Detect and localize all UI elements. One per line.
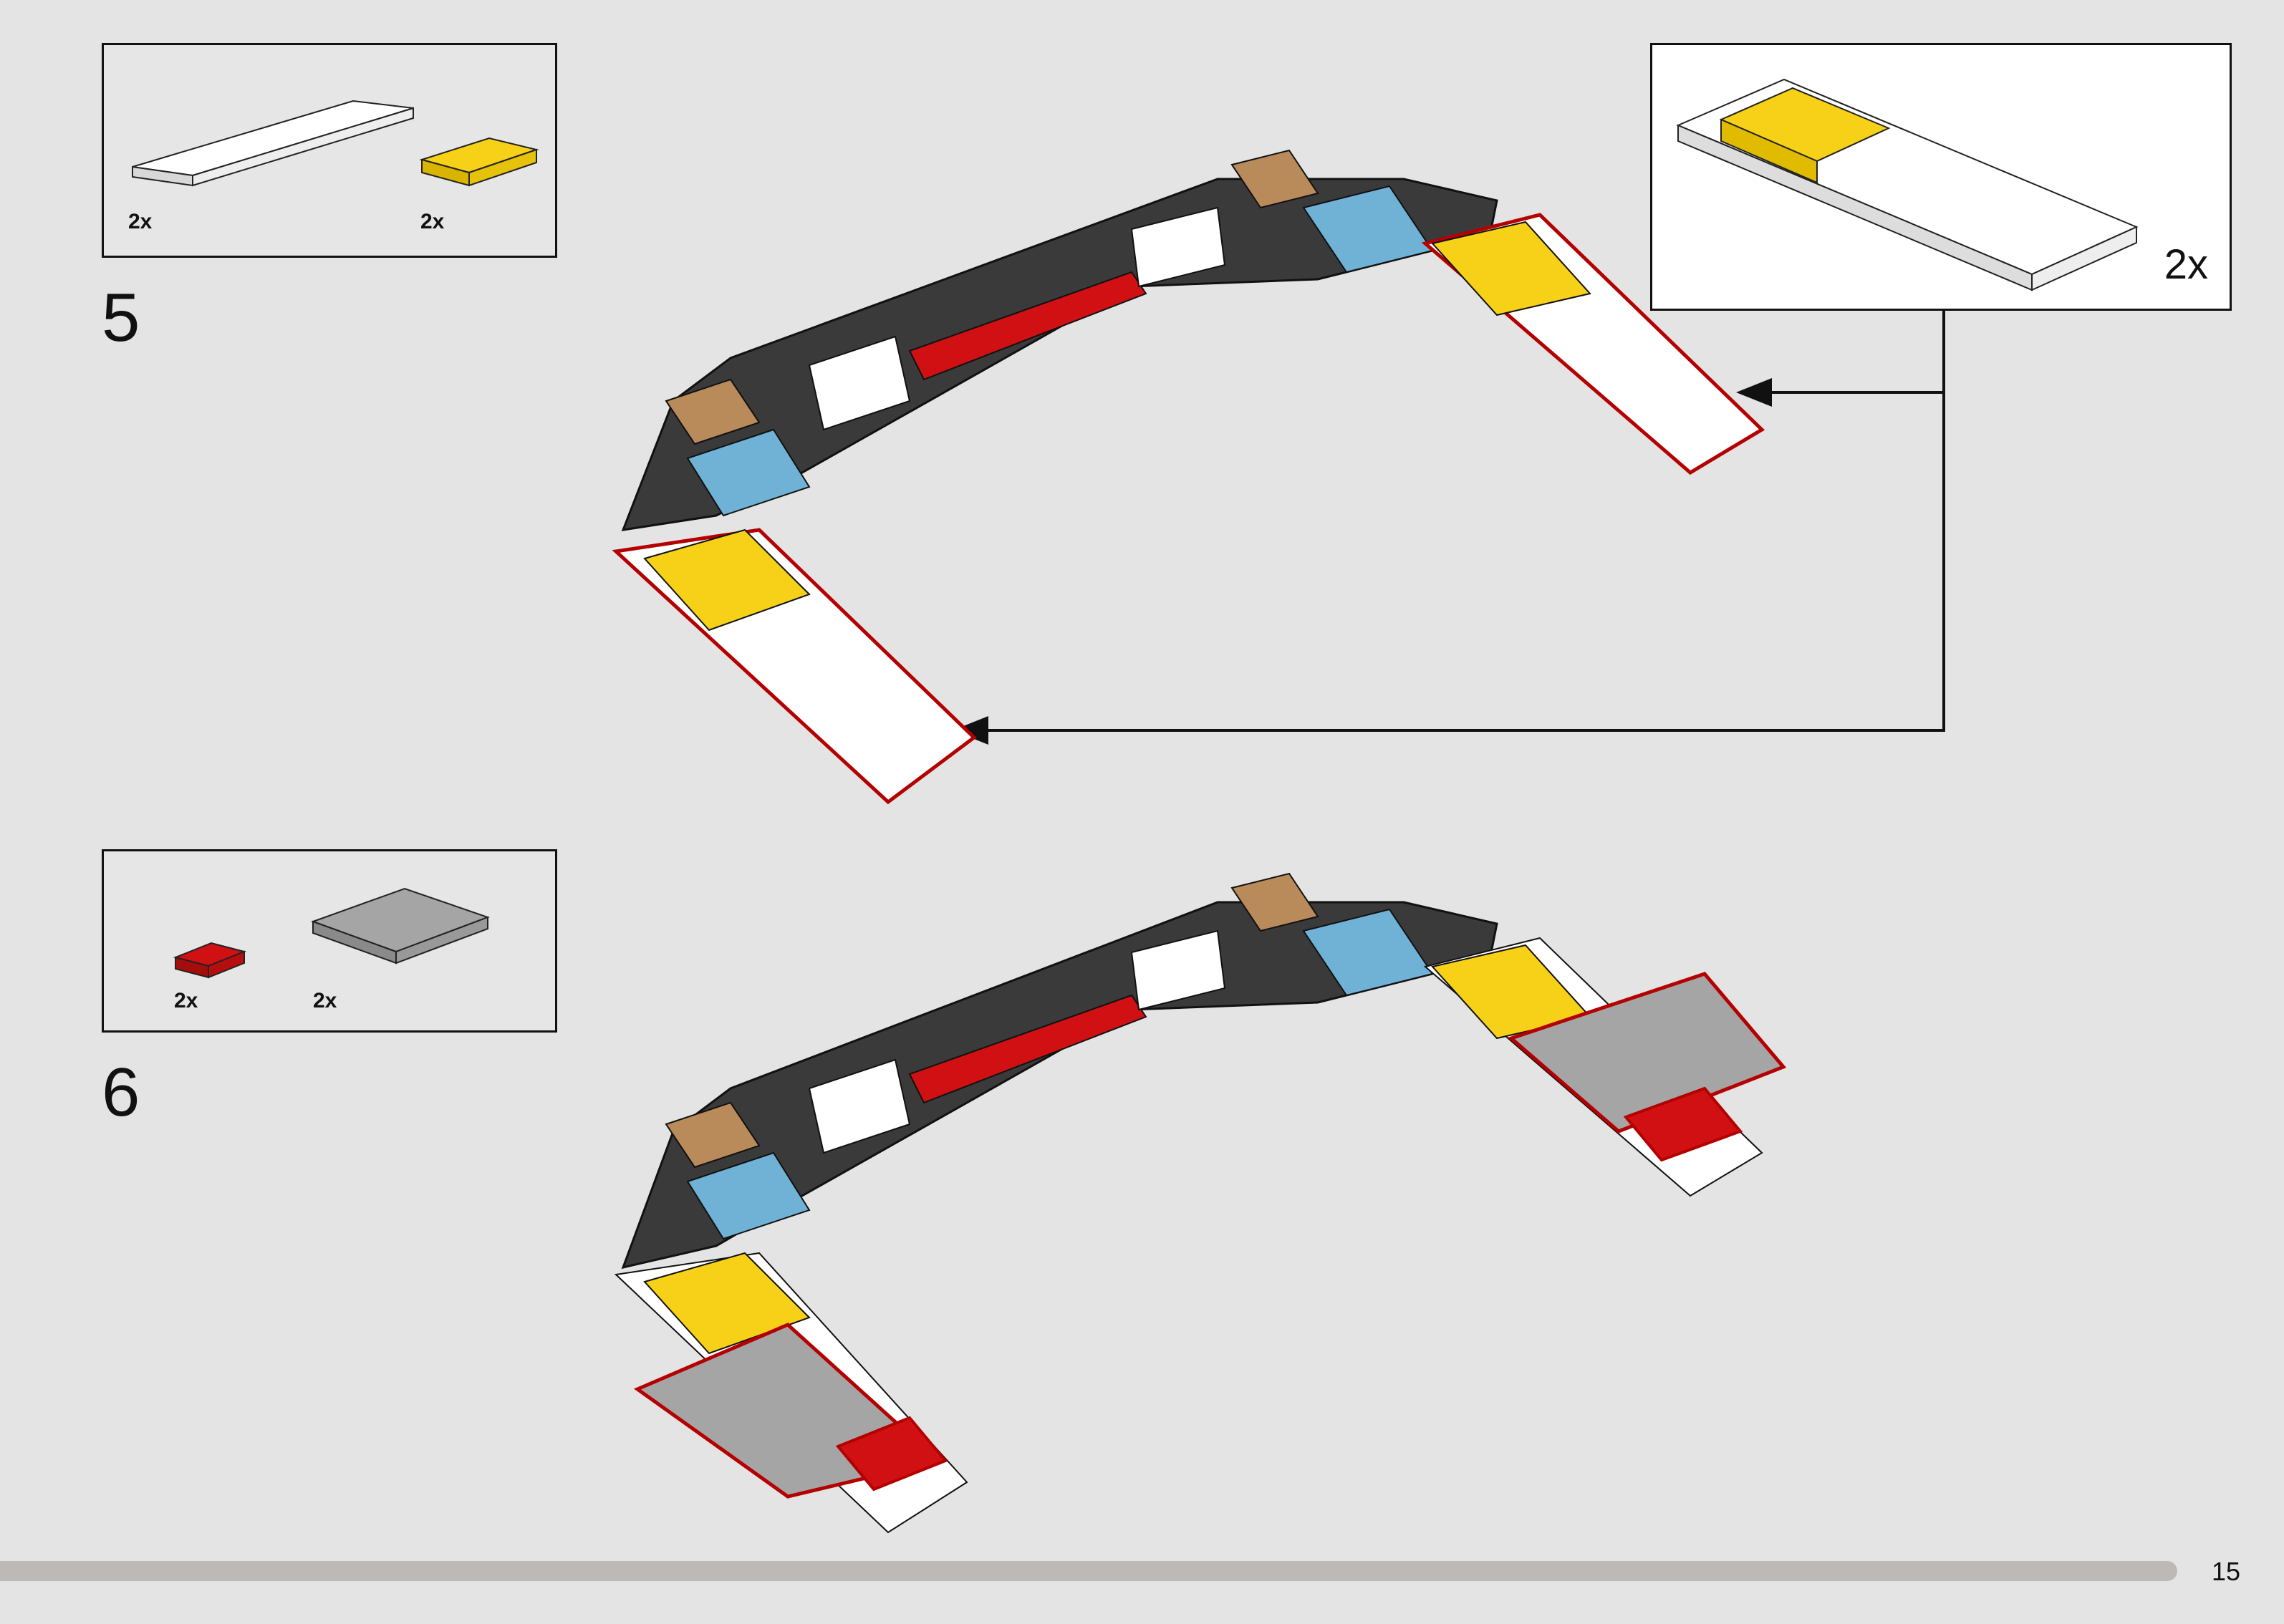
subassembly-callout: 2x	[1650, 43, 2232, 311]
parts-list-step-6: 2x 2x	[102, 849, 557, 1033]
parts-illustration-step-5	[132, 100, 539, 187]
part-qty-yellow-plate: 2x	[420, 210, 445, 233]
step-number-6: 6	[102, 1054, 140, 1131]
step-number-5: 5	[102, 279, 140, 356]
parts-illustration-step-6	[173, 887, 490, 979]
parts-list-step-5: 2x 2x	[102, 43, 557, 258]
gray-tile-icon	[311, 887, 490, 965]
part-qty-red-plate: 2x	[174, 989, 198, 1012]
red-plate-icon	[173, 942, 247, 979]
yellow-plate-icon	[419, 137, 539, 187]
callout-arrows	[974, 311, 1945, 732]
page-number: 15	[2212, 1557, 2241, 1586]
subassembly-qty: 2x	[2164, 241, 2208, 288]
part-qty-white-plate: 2x	[128, 210, 153, 233]
arrow-head-upper	[1736, 378, 1772, 407]
arrow-head-lower	[953, 716, 988, 745]
white-plate-icon	[132, 100, 414, 187]
step-6-model	[614, 872, 1787, 1534]
subassembly-illustration	[1676, 78, 2139, 291]
page-progress-bar	[0, 1561, 2177, 1581]
part-qty-gray-tile: 2x	[313, 989, 337, 1012]
step-5-model	[612, 149, 1765, 805]
